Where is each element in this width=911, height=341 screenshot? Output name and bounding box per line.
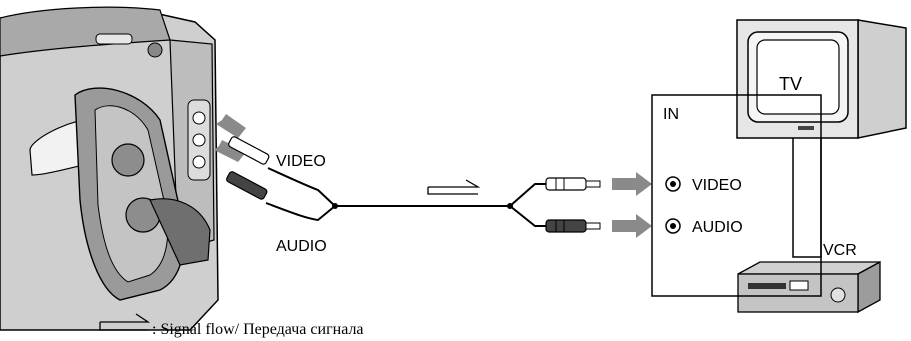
- cable-video-branch-right: [509, 183, 546, 207]
- audio-input-label: AUDIO: [692, 219, 743, 236]
- video-input-label: VIDEO: [692, 177, 742, 194]
- legend: : Signal flow/ Передача сигнала: [99, 313, 364, 338]
- vcr-label: VCR: [823, 242, 857, 259]
- audio-insert-arrow: [214, 140, 246, 162]
- camcorder-illustration: [0, 6, 219, 331]
- audio-input-jack: [665, 218, 681, 234]
- input-panel-frame: [651, 94, 822, 297]
- audio-input-jack-inner: [670, 223, 676, 229]
- tv-label: TV: [779, 74, 802, 94]
- audio-plug-left: [226, 171, 268, 200]
- vcr-deck: [737, 260, 881, 314]
- cable-audio-branch-right: [509, 205, 546, 227]
- legend-text: : Signal flow/ Передача сигнала: [152, 321, 364, 338]
- cable-audio-branch-left: [265, 202, 336, 222]
- camcorder-insert-arrows: [214, 114, 246, 162]
- cable-video-branch-left: [267, 167, 336, 207]
- video-input-jack-inner: [670, 181, 676, 187]
- tv-front-button: [798, 126, 814, 130]
- camcorder-grip-dial-upper: [111, 143, 145, 177]
- signal-flow-arrow: [427, 179, 481, 195]
- video-input-jack: [665, 176, 681, 192]
- audio-plug-right-tip: [585, 222, 601, 230]
- camcorder-hand-base: [149, 198, 211, 266]
- camcorder-middle-jack: [192, 133, 206, 147]
- vcr-cassette-slot: [748, 283, 786, 289]
- camcorder-audio-label: AUDIO: [276, 238, 327, 255]
- camcorder-audio-jack: [192, 155, 206, 169]
- video-plug-right-body: [545, 177, 587, 191]
- camcorder-top-switch: [95, 33, 133, 45]
- video-panel-arrow: [612, 172, 652, 196]
- input-panel: IN VIDEO AUDIO: [651, 94, 822, 297]
- tv-cabinet-side: [857, 19, 907, 139]
- input-panel-label: IN: [663, 106, 679, 123]
- camcorder-video-jack: [192, 111, 206, 125]
- camcorder-plugs: [226, 136, 270, 200]
- legend-signal-flow-icon: [99, 313, 151, 331]
- cable-junction-left: [332, 203, 338, 209]
- vcr-top: [737, 261, 881, 275]
- panel-insert-arrows: [612, 172, 652, 238]
- video-plug-left: [228, 136, 270, 165]
- av-cable: [265, 167, 546, 227]
- audio-panel-arrow: [612, 214, 652, 238]
- cable-junction-right: [507, 203, 513, 209]
- video-plug-right-tip: [585, 180, 601, 188]
- camcorder-grip-strap-inner: [94, 105, 169, 283]
- video-insert-arrow: [216, 114, 246, 138]
- audio-plug-right-body: [545, 219, 587, 233]
- right-plugs: [545, 177, 601, 233]
- camcorder-top-button: [147, 42, 163, 58]
- vcr-knob: [830, 287, 846, 303]
- vcr-display: [789, 280, 809, 291]
- camcorder-video-label: VIDEO: [276, 153, 326, 170]
- tv-stand-pole: [792, 134, 822, 258]
